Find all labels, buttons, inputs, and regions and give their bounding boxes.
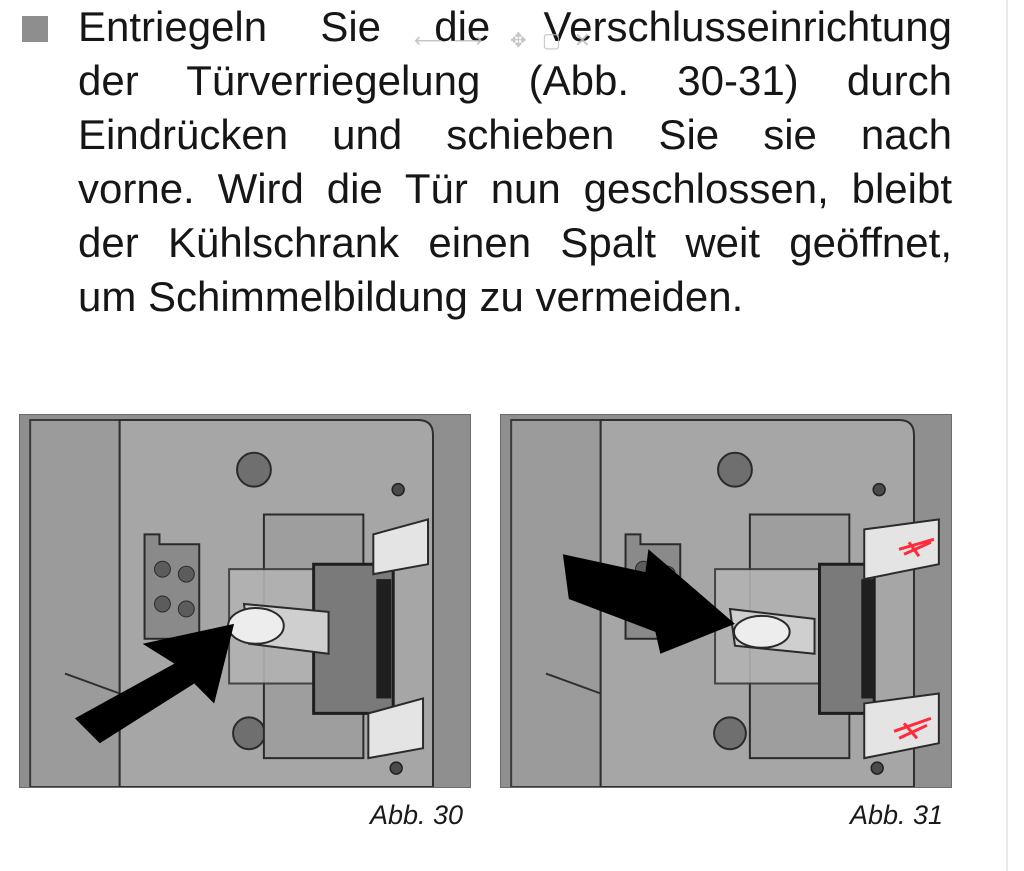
paragraph-line: Eindrücken und schieben Sie sie nach xyxy=(78,111,952,158)
paragraph-line: der Kühlschrank einen Spalt weit geöffne… xyxy=(78,219,952,266)
close-icon[interactable]: ✕ xyxy=(574,30,591,52)
arrow-left-icon[interactable]: ⟵ xyxy=(414,30,443,52)
paragraph-line: Entriegeln Sie die Verschlusseinrichtung xyxy=(78,3,952,50)
door-lock-illustration-31 xyxy=(501,415,951,787)
crop-icon[interactable]: ▢ xyxy=(542,30,561,52)
image-overlay-toolbar: ⟵ ⟶ ✥ ▢ ✕ xyxy=(414,28,604,52)
figure-abb-31 xyxy=(500,414,952,788)
figure-caption: Abb. 31 xyxy=(850,800,944,830)
instruction-paragraph: Entriegeln Sie die Verschlusseinrichtung… xyxy=(78,0,952,324)
door-lock-illustration-30 xyxy=(20,415,470,787)
bullet-square-icon xyxy=(22,16,48,42)
paragraph-line: der Türverriegelung (Abb. 30-31) durch xyxy=(78,57,952,104)
paragraph-line: um Schimmelbildung zu vermeiden. xyxy=(78,273,744,320)
figure-abb-30 xyxy=(19,414,471,788)
move-icon[interactable]: ✥ xyxy=(510,30,527,52)
page-edge-divider xyxy=(1006,0,1008,871)
paragraph-line: vorne. Wird die Tür nun geschlossen, ble… xyxy=(78,165,952,212)
arrow-right-icon[interactable]: ⟶ xyxy=(454,30,483,52)
figure-caption: Abb. 30 xyxy=(370,800,464,830)
